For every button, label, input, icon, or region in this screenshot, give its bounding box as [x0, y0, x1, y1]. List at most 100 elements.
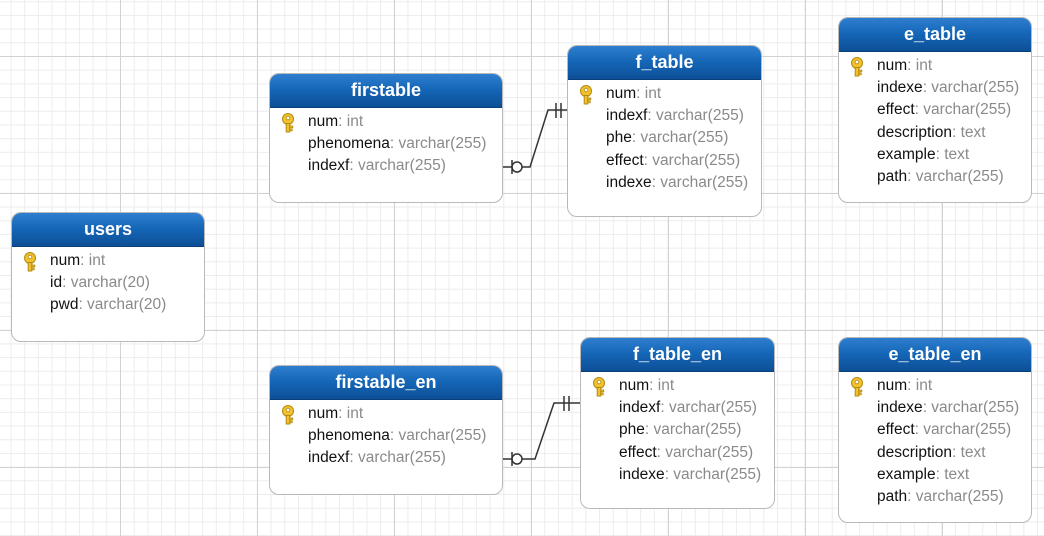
field-type: : varchar(255) [922, 79, 1020, 97]
table-title: firstable [270, 74, 502, 108]
field-row[interactable]: phe: varchar(255) [581, 419, 774, 441]
field-type: : varchar(255) [907, 487, 1004, 505]
field-row[interactable]: indexe: varchar(255) [839, 397, 1031, 419]
field-row[interactable]: num: int [12, 250, 204, 272]
field-name: phenomena [308, 427, 390, 445]
table-title: f_table [568, 46, 761, 80]
primary-key-icon [24, 252, 36, 272]
field-type: : varchar(255) [631, 129, 729, 147]
field-type: : int [907, 57, 933, 74]
field-row[interactable]: description: text [839, 122, 1031, 144]
field-type: : varchar(255) [914, 101, 1012, 119]
field-type: : text [951, 123, 986, 141]
field-type: : int [649, 377, 675, 394]
primary-key-icon [282, 113, 294, 133]
field-name: indexe [877, 399, 923, 417]
field-row[interactable]: phenomena: varchar(255) [270, 425, 502, 447]
field-name: path [877, 487, 908, 505]
field-type: : int [338, 405, 364, 422]
field-row[interactable]: phe: varchar(255) [568, 127, 761, 149]
field-type: : varchar(255) [643, 151, 741, 169]
field-type: : varchar(255) [349, 449, 446, 467]
field-type: : varchar(255) [907, 167, 1004, 185]
field-row[interactable]: effect: varchar(255) [839, 99, 1031, 121]
field-name: indexf [619, 399, 661, 417]
field-name: indexf [308, 449, 350, 467]
field-name: example [877, 145, 936, 163]
field-name: phe [606, 129, 632, 147]
field-type: : int [636, 85, 662, 102]
primary-key-icon [593, 377, 605, 397]
field-row[interactable]: indexf: varchar(255) [581, 397, 774, 419]
table-title: e_table_en [839, 338, 1031, 372]
field-row[interactable]: id: varchar(20) [12, 272, 204, 294]
field-type: : varchar(20) [78, 296, 167, 314]
field-type: : varchar(255) [656, 443, 754, 461]
field-row[interactable]: num: int [270, 111, 502, 133]
field-name: indexf [606, 107, 648, 125]
field-row[interactable]: effect: varchar(255) [581, 442, 774, 464]
field-row[interactable]: indexf: varchar(255) [270, 447, 502, 469]
field-type: : varchar(255) [651, 173, 749, 191]
field-type: : varchar(255) [389, 135, 487, 153]
field-row[interactable]: path: varchar(255) [839, 486, 1031, 508]
field-row[interactable]: indexe: varchar(255) [839, 77, 1031, 99]
field-row[interactable]: num: int [270, 403, 502, 425]
field-type: : varchar(255) [389, 427, 487, 445]
field-row[interactable]: indexe: varchar(255) [581, 464, 774, 486]
field-type: : varchar(255) [644, 421, 742, 439]
field-name: id [50, 274, 63, 292]
field-row[interactable]: path: varchar(255) [839, 166, 1031, 188]
field-name: num [877, 57, 908, 74]
field-name: effect [606, 151, 644, 169]
field-row[interactable]: num: int [839, 55, 1031, 77]
field-name: description [877, 443, 952, 461]
field-row[interactable]: pwd: varchar(20) [12, 294, 204, 316]
field-type: : text [935, 145, 970, 163]
table-title: f_table_en [581, 338, 774, 372]
field-name: description [877, 123, 952, 141]
relation-firstable-f_table[interactable] [503, 103, 568, 174]
field-row[interactable]: effect: varchar(255) [568, 150, 761, 172]
field-name: indexe [877, 79, 923, 97]
field-row[interactable]: num: int [581, 375, 774, 397]
field-type: : text [935, 465, 970, 483]
field-type: : varchar(255) [922, 399, 1020, 417]
field-type: : int [338, 113, 364, 130]
field-type: : text [951, 443, 986, 461]
field-row[interactable]: example: text [839, 464, 1031, 486]
field-type: : varchar(255) [349, 157, 446, 175]
field-row[interactable]: indexe: varchar(255) [568, 172, 761, 194]
field-type: : varchar(255) [914, 421, 1012, 439]
field-row[interactable]: num: int [568, 83, 761, 105]
field-row[interactable]: indexf: varchar(255) [270, 155, 502, 177]
field-row[interactable]: example: text [839, 144, 1031, 166]
table-title: e_table [839, 18, 1031, 52]
field-type: : varchar(255) [647, 107, 744, 125]
field-row[interactable]: indexf: varchar(255) [568, 105, 761, 127]
relation-firstable_en-f_table_en[interactable] [503, 396, 581, 466]
primary-key-icon [282, 405, 294, 425]
field-name: indexe [619, 465, 665, 483]
field-row[interactable]: description: text [839, 442, 1031, 464]
field-name: num [308, 113, 339, 130]
field-row[interactable]: num: int [839, 375, 1031, 397]
field-row[interactable]: effect: varchar(255) [839, 419, 1031, 441]
field-name: indexf [308, 157, 350, 175]
field-type: : varchar(255) [660, 399, 757, 417]
table-title: firstable_en [270, 366, 502, 400]
field-row[interactable]: phenomena: varchar(255) [270, 133, 502, 155]
